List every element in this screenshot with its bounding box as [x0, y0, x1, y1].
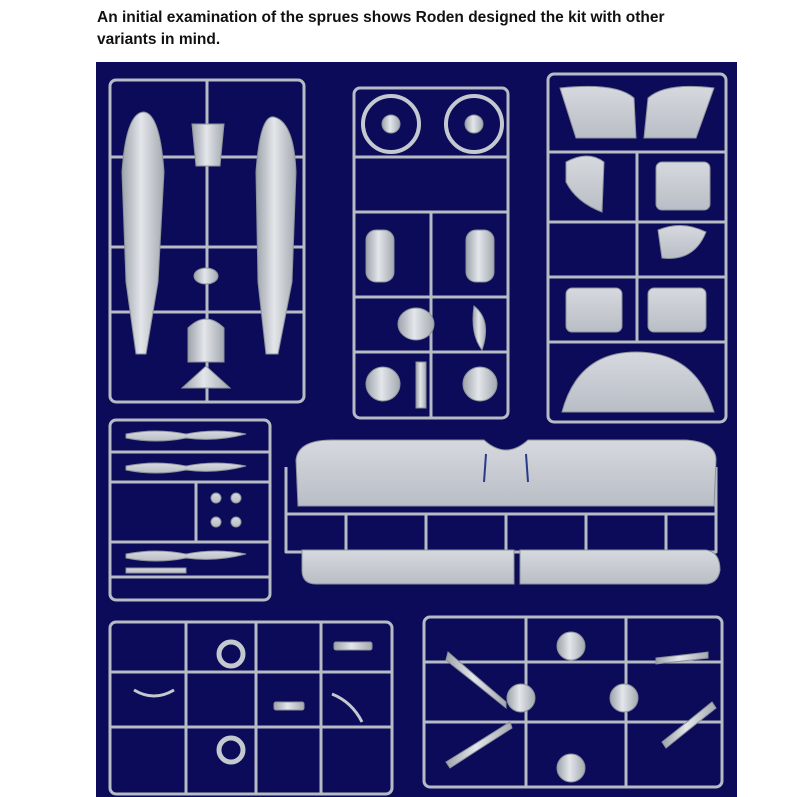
sprue-photo — [96, 62, 737, 797]
wing-parts — [295, 439, 721, 585]
tail-parts — [559, 85, 715, 413]
fuselage-parts — [121, 111, 297, 389]
sprue-frame-small-parts-1 — [108, 620, 394, 796]
sprue-frame-tail — [546, 72, 728, 424]
sprue-frame-propellers — [108, 418, 272, 602]
small-parts — [133, 631, 717, 783]
article-caption: An initial examination of the sprues sho… — [97, 7, 737, 51]
caption-line-2: variants in mind. — [97, 31, 221, 48]
propeller-parts — [125, 430, 247, 574]
caption-line-1: An initial examination of the sprues sho… — [97, 9, 665, 26]
engine-parts — [361, 94, 504, 409]
sprue-illustration — [108, 72, 728, 796]
